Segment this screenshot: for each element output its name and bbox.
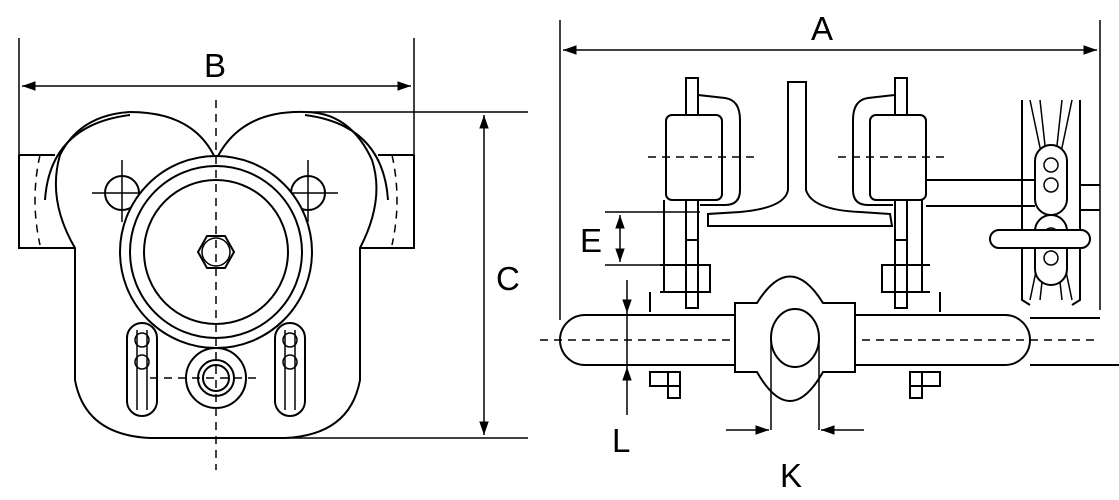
label-l: L: [612, 422, 630, 459]
side-view: [540, 20, 1119, 435]
label-b: B: [204, 47, 226, 84]
i-beam: [707, 81, 894, 227]
label-k: K: [780, 457, 802, 494]
label-e: E: [580, 222, 602, 259]
hand-chain-wheel: [989, 99, 1100, 306]
hex-nut: [196, 235, 236, 269]
label-c: C: [496, 260, 520, 297]
label-a: A: [811, 10, 833, 47]
suspension-bar: [540, 275, 1119, 430]
front-view: [18, 38, 528, 470]
